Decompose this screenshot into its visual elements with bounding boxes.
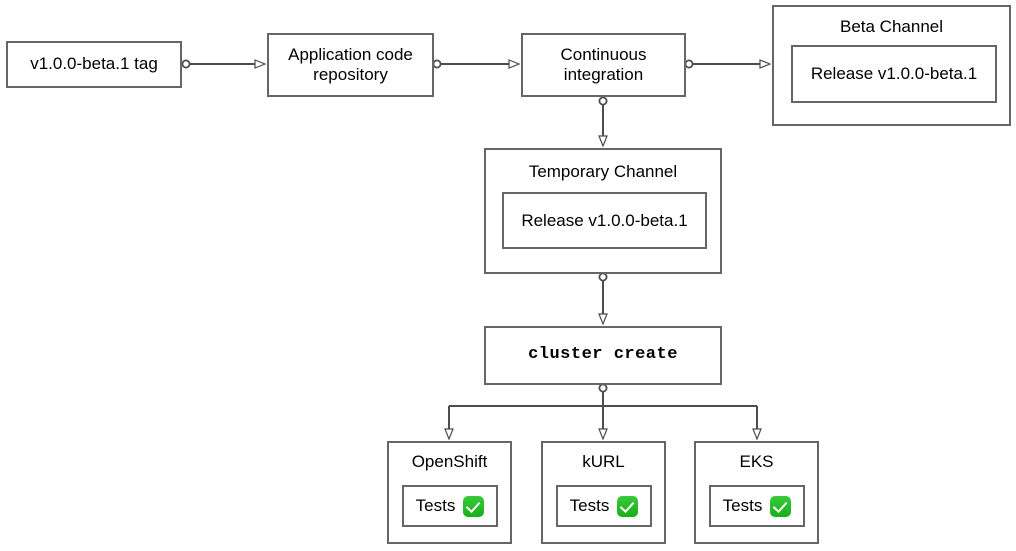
node-temporary-channel-release-label: Release v1.0.0-beta.1	[521, 210, 688, 230]
node-continuous-integration[interactable]: Continuous integration	[521, 33, 686, 97]
node-ci-label-line1: Continuous	[560, 44, 647, 64]
node-kurl-tests-label: Tests	[569, 496, 610, 515]
node-kurl[interactable]: kURL Tests	[541, 441, 666, 544]
node-eks-tests-label: Tests	[722, 496, 763, 515]
node-repository-label-line1: Application code	[288, 44, 413, 64]
check-mark-button-icon	[617, 495, 639, 517]
edge-temporary-channel-to-cluster-create	[599, 272, 606, 323]
edge-ci-to-beta-channel	[684, 60, 769, 67]
node-openshift-title: OpenShift	[411, 452, 488, 471]
edge-ci-to-temporary-channel	[599, 96, 606, 145]
node-eks[interactable]: EKS Tests	[694, 441, 819, 544]
node-eks-tests[interactable]: Tests	[709, 485, 805, 527]
node-kurl-tests[interactable]: Tests	[556, 485, 652, 527]
node-beta-channel[interactable]: Beta Channel Release v1.0.0-beta.1	[772, 5, 1011, 126]
node-eks-title: EKS	[739, 452, 774, 471]
node-openshift-tests-label: Tests	[415, 496, 456, 515]
node-application-code-repository[interactable]: Application code repository	[267, 33, 434, 97]
node-temporary-channel-release[interactable]: Release v1.0.0-beta.1	[502, 192, 707, 249]
edge-cluster-create-to-targets	[449, 383, 757, 438]
node-beta-channel-title: Beta Channel	[839, 17, 944, 36]
node-temporary-channel[interactable]: Temporary Channel Release v1.0.0-beta.1	[484, 148, 722, 274]
node-cluster-create-label: cluster create	[528, 345, 678, 365]
edge-repo-to-ci	[432, 60, 518, 67]
node-tag-label: v1.0.0-beta.1 tag	[30, 54, 158, 74]
node-tag[interactable]: v1.0.0-beta.1 tag	[6, 41, 182, 88]
node-repository-label-line2: repository	[313, 65, 388, 84]
node-cluster-create[interactable]: cluster create	[484, 326, 722, 385]
node-temporary-channel-title: Temporary Channel	[528, 162, 678, 181]
node-openshift[interactable]: OpenShift Tests	[387, 441, 512, 544]
check-mark-button-icon	[463, 495, 485, 517]
node-kurl-title: kURL	[582, 452, 625, 471]
node-beta-channel-release-label: Release v1.0.0-beta.1	[810, 64, 978, 83]
node-beta-channel-release[interactable]: Release v1.0.0-beta.1	[791, 45, 997, 103]
edge-tag-to-repo	[181, 60, 264, 67]
node-openshift-tests[interactable]: Tests	[402, 485, 498, 527]
check-mark-button-icon	[770, 495, 792, 517]
node-ci-label-line2: integration	[563, 65, 644, 84]
